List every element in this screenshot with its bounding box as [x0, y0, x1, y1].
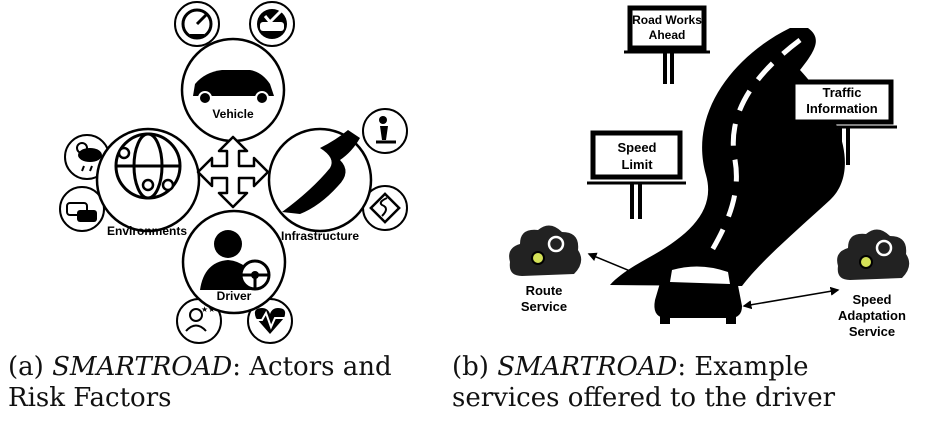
speed-service-line2: Adaptation	[838, 308, 906, 323]
vehicle-circle: Vehicle	[180, 37, 286, 143]
traffic-sign-line2: Information	[806, 101, 878, 116]
caption-b: (b) SMARTROAD: Example services offered …	[452, 352, 922, 414]
heart-rate-icon	[247, 298, 293, 344]
speedometer-icon	[174, 1, 220, 47]
speed-sign-line2: Limit	[621, 157, 653, 172]
car-icon	[654, 255, 742, 324]
driver-circle: Driver	[181, 209, 287, 315]
road-works-icon	[362, 108, 408, 154]
caption-a-prefix: (a)	[8, 352, 53, 382]
caption-b-name: SMARTROAD	[497, 352, 678, 382]
route-service-line2: Service	[521, 299, 567, 314]
environments-label: Environments	[107, 224, 187, 238]
speed-service-link	[742, 286, 840, 310]
infrastructure-circle: Infrastructure	[267, 127, 373, 243]
winding-road	[610, 28, 845, 286]
svg-text:★★: ★★	[201, 305, 215, 314]
panel-a-diagram: ★★ Vehicle Environments Infrastructure	[59, 1, 408, 344]
road-works-sign-line1: Road Works	[632, 13, 702, 27]
panel-b-diagram: Road Works Ahead Traffic Information Spe…	[509, 5, 910, 339]
speed-sign-line1: Speed	[617, 140, 656, 155]
route-service-cloud-icon	[509, 225, 582, 276]
caption-a: (a) SMARTROAD: Actors and Risk Factors	[8, 352, 440, 414]
speed-limit-sign: Speed Limit	[587, 130, 686, 219]
steering-wheel-icon	[239, 259, 271, 291]
car-check-icon	[249, 1, 295, 47]
road-works-sign-line2: Ahead	[649, 28, 686, 42]
route-service-link	[587, 252, 661, 285]
road-works-sign: Road Works Ahead	[624, 5, 710, 84]
caption-b-prefix: (b)	[452, 352, 498, 382]
traffic-icon	[59, 186, 105, 232]
driver-label: Driver	[217, 289, 252, 303]
infrastructure-label: Infrastructure	[281, 229, 359, 243]
caption-a-text: : Actors and Risk Factors	[8, 352, 392, 413]
four-way-arrow-icon	[196, 135, 270, 209]
route-service-line1: Route	[526, 283, 563, 298]
environments-circle: Environments	[95, 127, 201, 238]
caption-b-text: : Example services offered to the driver	[452, 352, 836, 413]
caption-a-name: SMARTROAD	[52, 352, 233, 382]
speed-adaptation-cloud-icon	[837, 229, 910, 280]
speed-service-line1: Speed	[852, 292, 891, 307]
speed-service-line3: Service	[849, 324, 895, 339]
traffic-sign-line1: Traffic	[822, 85, 861, 100]
globe-icon	[114, 132, 182, 200]
traffic-information-sign: Traffic Information	[787, 79, 897, 165]
vehicle-label: Vehicle	[212, 107, 254, 121]
